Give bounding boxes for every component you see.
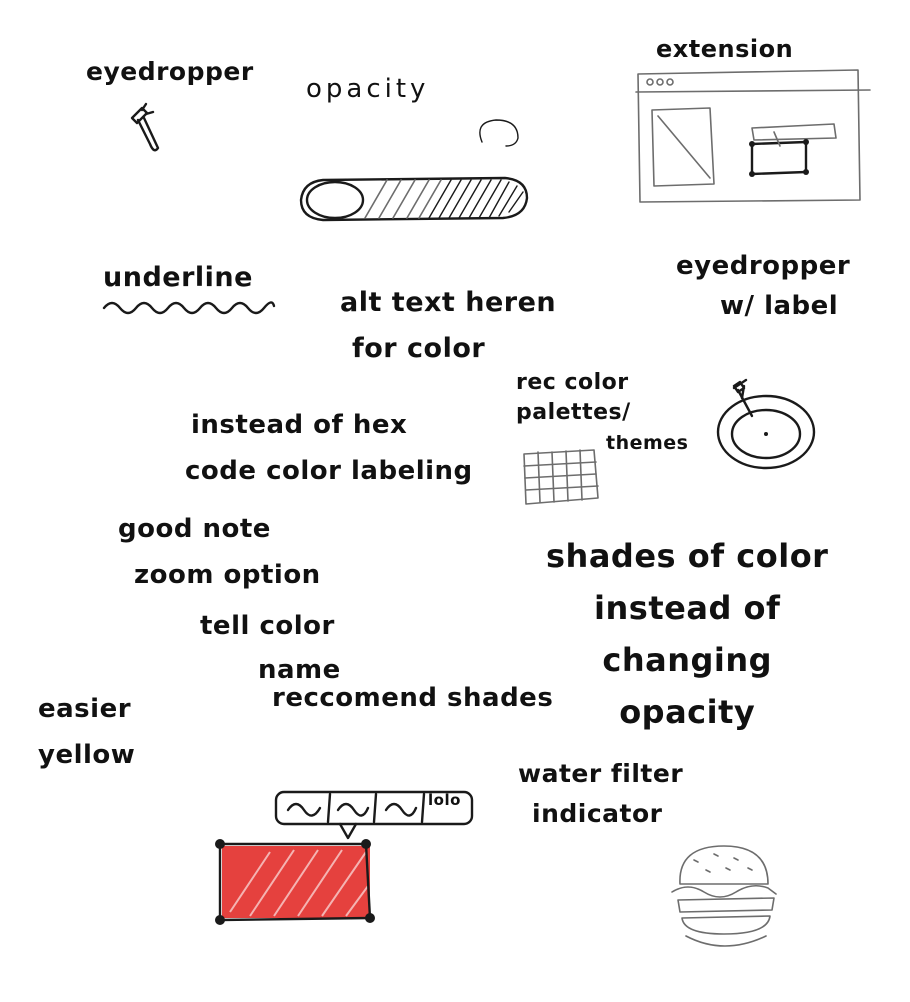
note-rec-palettes: rec color palettes/ themes [516, 368, 689, 458]
note-recommend-shades: reccomend shades [272, 683, 554, 713]
note-extension: extension [656, 35, 794, 63]
note-tell-color: tell color name [200, 604, 341, 692]
note-eyedropper-label-line-2: w/ label [720, 291, 839, 321]
note-shades-line-1: shades of color [546, 537, 829, 575]
note-eyedropper: eyedropper [86, 57, 254, 86]
note-water-filter-line-2: indicator [532, 799, 663, 828]
wavy-underline [102, 301, 276, 315]
eyedropper-icon [130, 102, 160, 152]
note-good-note: good note zoom option [118, 506, 321, 598]
note-instead-hex-line-1: instead of hex [191, 410, 408, 440]
note-underline: underline [103, 262, 253, 293]
note-rec-palettes-line-1: rec color [516, 370, 629, 395]
note-tell-color-line-2: name [258, 655, 341, 685]
note-eyedropper-label-line-1: eyedropper [676, 251, 851, 281]
note-water-filter-line-1: water filter [518, 759, 684, 788]
note-easier-yellow: easier yellow [38, 686, 135, 778]
note-rec-palettes-line-2: palettes/ [516, 400, 631, 425]
note-easier-yellow-line-2: yellow [38, 740, 136, 770]
target-eyedropper-icon [716, 378, 816, 470]
note-alt-text-line-2: for color [352, 333, 486, 364]
note-alt-text-line-1: alt text heren [340, 287, 557, 318]
note-good-note-line-2: zoom option [134, 560, 321, 590]
palette-grid-icon [523, 449, 599, 505]
note-shades-of-color: shades of color instead of changing opac… [546, 530, 828, 738]
note-rec-palettes-line-3: themes [606, 432, 689, 454]
opacity-slider [299, 176, 529, 222]
note-good-note-line-1: good note [118, 514, 271, 544]
note-instead-hex: instead of hex code color labeling [185, 402, 473, 494]
color-swatch-with-tooltip [215, 790, 474, 925]
note-easier-yellow-line-1: easier [38, 694, 132, 724]
note-shades-line-2: instead of [594, 589, 781, 627]
note-water-filter: water filter indicator [518, 754, 683, 834]
note-shades-line-3: changing [602, 641, 773, 679]
note-alt-text: alt text heren for color [340, 280, 556, 372]
tooltip-box [274, 790, 474, 826]
note-shades-line-4: opacity [619, 693, 756, 731]
burger-sketch [671, 845, 777, 947]
note-opacity: opacity [306, 74, 430, 104]
note-eyedropper-label: eyedropper w/ label [676, 246, 850, 326]
note-instead-hex-line-2: code color labeling [185, 456, 473, 486]
tooltip-end-label: lolo [428, 791, 461, 809]
note-tell-color-line-1: tell color [200, 611, 335, 641]
browser-window-sketch [635, 69, 871, 203]
opacity-circle [479, 119, 519, 147]
